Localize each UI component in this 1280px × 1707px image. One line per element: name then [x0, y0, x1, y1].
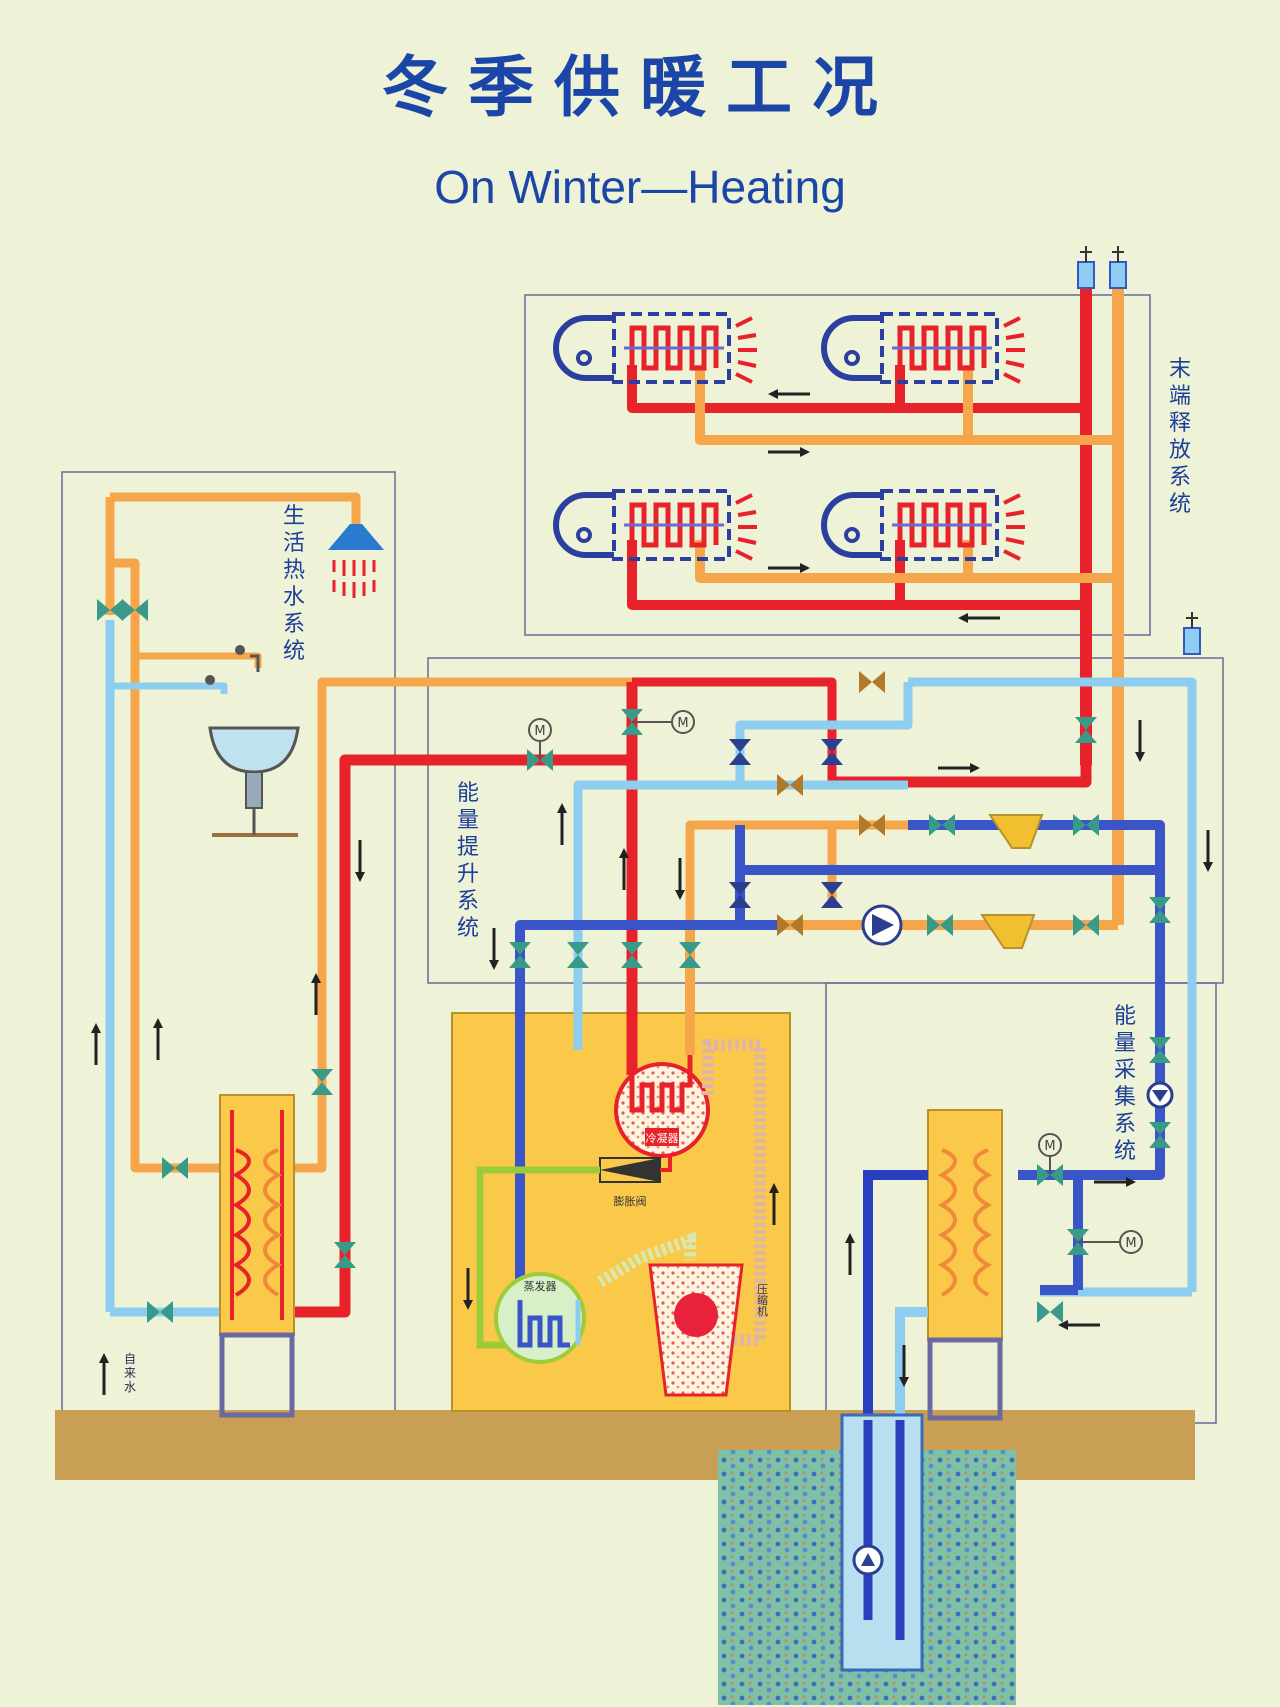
- well-pipes: [863, 1420, 905, 1640]
- valve-icon: [311, 1069, 333, 1095]
- motor-label: M: [1044, 1139, 1055, 1154]
- valve-icon: [729, 739, 751, 765]
- evaporator-label: 蒸发器: [524, 1279, 557, 1293]
- condenser-label: 冷凝器: [646, 1131, 679, 1145]
- expansion-line: [660, 1156, 672, 1172]
- hot-water-system-label: 生活热水系统: [282, 504, 305, 664]
- motor-label: M: [677, 716, 688, 731]
- ground-surface: [55, 1410, 1195, 1480]
- energy-collection-system-label: 能量采集系统: [1113, 1004, 1136, 1164]
- evaporator-icon: [494, 1272, 586, 1364]
- well-casing: [840, 1413, 924, 1672]
- valve-icon: [777, 914, 803, 936]
- valve-icon: [334, 1242, 356, 1268]
- expansion-valve-label: 膨胀阀: [614, 1194, 647, 1208]
- terminal-system-box: [524, 294, 1151, 636]
- energy-upgrade-system-label: 能量提升系统: [456, 781, 479, 941]
- valve-icon: [679, 942, 701, 968]
- flow-arrow-icon: [673, 856, 687, 902]
- filter-icon: [980, 814, 1044, 949]
- shower-icon: [328, 524, 384, 598]
- motor-valve-icon: [1078, 1230, 1143, 1254]
- valve-icon: [1149, 897, 1171, 923]
- title-english: On Winter—Heating: [434, 161, 846, 213]
- valve-icon: [1149, 1122, 1171, 1148]
- terminal-piping: [627, 285, 1124, 925]
- valve-icon: [859, 814, 885, 836]
- fan-coil-icon: [824, 491, 1025, 559]
- valve-icon: [927, 914, 953, 936]
- valve-icon: [777, 774, 803, 796]
- flow-arrow-icon: [89, 1021, 103, 1067]
- motor-label: M: [534, 724, 545, 739]
- valve-icon: [621, 942, 643, 968]
- compressor-label: 压缩机: [756, 1283, 769, 1316]
- faucet-icon: [205, 645, 260, 685]
- flow-arrow-icon: [487, 926, 501, 972]
- hot-water-piping: [105, 492, 632, 1318]
- flow-arrow-icon: [766, 387, 812, 401]
- refrigerant-liquid-line: [476, 1166, 600, 1349]
- tap-water-label: 自来水: [123, 1352, 136, 1394]
- fan-coil-icon: [556, 491, 757, 559]
- valve-icon: [729, 882, 751, 908]
- flow-arrow-icon: [1133, 718, 1147, 764]
- valve-icon: [147, 1301, 173, 1323]
- sink-icon: [208, 726, 300, 837]
- valve-icon: [1073, 914, 1099, 936]
- flow-arrow-icon: [1056, 1318, 1102, 1332]
- valve-icon: [929, 814, 955, 836]
- heat-exchanger-icon: [219, 1094, 295, 1418]
- title-chinese: 冬季供暖工况: [382, 49, 898, 126]
- valve-icon: [821, 739, 843, 765]
- valve-icon: [509, 942, 531, 968]
- flow-arrow-icon: [956, 611, 1002, 625]
- pump-icon: [861, 904, 1174, 1109]
- valve-icon: [1075, 717, 1097, 743]
- valve-icon: [821, 882, 843, 908]
- flow-arrow-icon: [766, 561, 812, 575]
- valve-icon: [1073, 814, 1099, 836]
- pump-icon: [852, 1544, 884, 1576]
- suction-line: [596, 1231, 696, 1288]
- expansion-tank-icon: [1077, 246, 1201, 655]
- heat-pump-cabinet: [451, 1012, 791, 1412]
- valve-icon: [1037, 1301, 1063, 1323]
- valve-icon: [567, 942, 589, 968]
- valve-icon: [1149, 1037, 1171, 1063]
- condenser-icon: [614, 1055, 710, 1158]
- flow-arrow-icon: [843, 1231, 857, 1277]
- heat-exchanger-icon: [927, 1109, 1003, 1421]
- flow-arrow-icon: [555, 801, 569, 847]
- refrigerant-hot-gas-line: [702, 1039, 766, 1346]
- flow-arrow-icon: [1201, 828, 1215, 874]
- motor-valve-icon: [632, 710, 695, 734]
- valve-icon: [162, 1157, 188, 1179]
- terminal-system-label: 末端释放系统: [1168, 357, 1191, 517]
- flow-arrow-icon: [936, 761, 982, 775]
- flow-arrow-icon: [766, 445, 812, 459]
- fan-coil-icon: [824, 314, 1025, 382]
- valve-icon: [859, 671, 885, 693]
- flow-arrow-icon: [151, 1016, 165, 1062]
- flow-arrow-icon: [97, 1351, 111, 1397]
- compressor-icon: [648, 1263, 744, 1397]
- fan-coil-icon: [556, 314, 757, 382]
- flow-arrow-icon: [353, 838, 367, 884]
- motor-label: M: [1125, 1236, 1136, 1251]
